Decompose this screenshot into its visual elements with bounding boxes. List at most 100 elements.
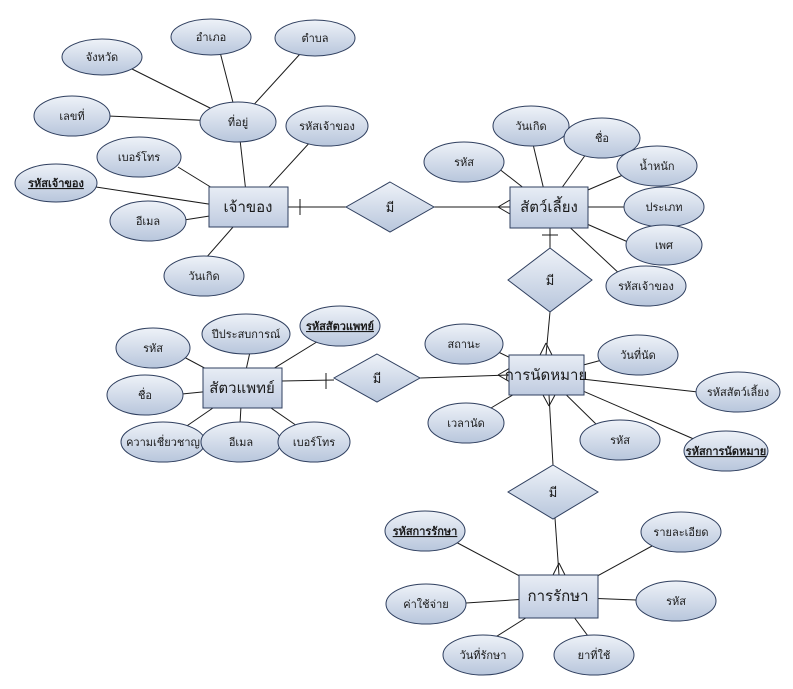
entity-appointment <box>508 354 585 396</box>
relationship-owner-pet-label: มี <box>386 200 395 216</box>
appointment-cluster: สถานะ วันที่นัด รหัสสัตว์เลี้ยง เวลานัด … <box>424 323 781 472</box>
attr-appt-time <box>427 402 505 444</box>
attr-appt-id-label: รหัส <box>610 434 630 447</box>
line-rel3-appointment <box>419 374 511 379</box>
relationship-owner-pet: มี <box>344 181 436 233</box>
attr-vet-id-label: รหัส <box>143 342 163 355</box>
attr-pet-sex <box>625 224 703 266</box>
attr-treat-medicine <box>553 634 635 676</box>
attr-pet-weight <box>616 145 698 187</box>
relationship-appointment-treatment-label: มี <box>549 485 558 501</box>
attr-vet-name <box>106 374 184 416</box>
attr-appt-petid-label: รหัสสัตว์เลี้ยง <box>707 384 769 399</box>
entity-appointment-label: การนัดหมาย <box>505 366 588 384</box>
attr-owner-address-label: ที่อยู่ <box>228 114 248 129</box>
attr-owner-province-label: จังหวัด <box>86 51 118 64</box>
attr-owner-birthdate-label: วันเกิด <box>188 270 219 283</box>
attr-pet-name-label: ชื่อ <box>595 130 609 145</box>
attr-owner-district-label: อำเภอ <box>196 31 226 44</box>
attr-treat-detail-label: รายละเอียด <box>653 526 708 539</box>
attr-owner-ownerid-label: รหัสเจ้าของ <box>299 120 355 133</box>
attr-appt-petid <box>695 371 781 413</box>
attr-owner-birthdate <box>163 255 245 297</box>
attr-vet-name-label: ชื่อ <box>138 387 152 402</box>
attr-pet-id <box>423 141 505 183</box>
attr-vet-email-label: อีเมล <box>228 436 253 449</box>
attr-treat-key-label: รหัสการรักษา <box>393 525 458 538</box>
line-rel4-treatment <box>554 517 560 576</box>
entity-pet <box>509 186 589 229</box>
attr-vet-experience <box>201 313 291 355</box>
diamond-owner-pet <box>344 181 436 233</box>
entity-vet <box>202 367 283 409</box>
attr-owner-subdistrict-label: ตำบล <box>301 32 328 45</box>
attr-treat-date <box>442 634 524 676</box>
diamond-pet-appointment <box>507 247 593 313</box>
attr-pet-ownerid-label: รหัสเจ้าของ <box>618 280 674 293</box>
attr-owner-district <box>170 18 252 56</box>
vet-cluster: ปีประสบการณ์ รหัสสัตวแพทย์ รหัส ชื่อ ควา… <box>106 305 381 463</box>
attr-pet-id-label: รหัส <box>454 156 474 169</box>
attr-appt-key-label: รหัสการนัดหมาย <box>686 445 766 458</box>
attr-vet-expertise-label: ความเชี่ยวชาญ <box>126 434 200 449</box>
attr-treat-cost-label: ค่าใช้จ่าย <box>403 598 448 611</box>
attr-treat-date-label: วันที่รักษา <box>460 647 507 662</box>
crowfoot-treatment <box>552 562 566 576</box>
attr-treat-detail <box>640 511 722 553</box>
line-vet-rel3 <box>281 379 335 382</box>
attr-pet-type-label: ประเภท <box>645 201 682 214</box>
attr-appt-date-label: วันที่นัด <box>620 347 656 362</box>
attr-vet-phone <box>277 421 351 463</box>
treatment-cluster: รหัสการรักษา รายละเอียด ค่าใช้จ่าย รหัส … <box>384 510 722 676</box>
attr-vet-phone-label: เบอร์โทร <box>293 435 335 449</box>
relationship-pet-appointment: มี <box>507 247 593 313</box>
crowfoot-pet <box>497 199 511 215</box>
attr-appt-time-label: เวลานัด <box>447 417 485 430</box>
attr-appt-location-label: สถานะ <box>448 338 481 351</box>
attr-appt-key <box>683 430 769 472</box>
entity-owner-label: เจ้าของ <box>224 198 273 216</box>
relationship-vet-appointment: มี <box>332 353 422 403</box>
entity-treatment <box>518 574 599 619</box>
attr-treat-key <box>384 510 466 552</box>
attr-pet-name <box>563 117 641 159</box>
attr-pet-sex-label: เพศ <box>655 239 673 252</box>
attr-owner-email-label: อีเมล <box>135 215 160 228</box>
attr-owner-province <box>61 38 143 76</box>
attr-owner-phone-label: เบอร์โทร <box>118 150 160 164</box>
crowfoot-appointment-left <box>497 367 511 383</box>
crowfoot-appointment-top <box>539 342 553 356</box>
attr-pet-birthdate-label: วันเกิด <box>515 120 546 133</box>
attr-appt-id <box>579 419 661 461</box>
owner-cluster: อำเภอ ตำบล จังหวัด เลขที่ ที่อยู่ รหัสเจ… <box>14 18 369 297</box>
attr-vet-key-label: รหัสสัตวแพทย์ <box>306 320 374 333</box>
relationship-vet-appointment-label: มี <box>373 371 382 387</box>
attr-vet-id <box>115 327 191 369</box>
attr-treat-cost <box>385 583 467 625</box>
relationship-pet-appointment-label: มี <box>546 273 555 289</box>
attr-owner-houseno-label: เลขที่ <box>59 108 84 123</box>
attr-pet-birthdate <box>492 105 570 147</box>
attr-owner-houseno <box>33 95 111 137</box>
attr-vet-key <box>299 305 381 347</box>
attr-appt-date <box>597 334 679 376</box>
entity-vet-label: สัตวแพทย์ <box>209 379 275 397</box>
attr-pet-weight-label: น้ำหนัก <box>639 158 674 173</box>
entity-pet-label: สัตว์เลี้ยง <box>520 196 578 216</box>
attr-owner-subdistrict <box>274 19 356 57</box>
attr-treat-id <box>635 580 717 622</box>
attr-vet-experience-label: ปีประสบการณ์ <box>211 328 281 341</box>
attr-owner-ownerid <box>285 105 369 147</box>
attr-owner-phone <box>96 136 182 178</box>
relationship-appointment-treatment: มี <box>507 464 599 520</box>
diamond-vet-appointment <box>332 353 422 403</box>
diamond-appointment-treatment <box>507 464 599 520</box>
entity-treatment-label: การรักษา <box>527 587 588 605</box>
attr-pet-ownerid <box>605 265 687 307</box>
attr-treat-id-label: รหัส <box>666 595 686 608</box>
attr-treat-medicine-label: ยาที่ใช้ <box>578 647 611 662</box>
line-appt-rel4 <box>548 394 554 466</box>
attr-owner-email <box>109 200 187 242</box>
attr-owner-key-label: รหัสเจ้าของ <box>28 177 84 190</box>
